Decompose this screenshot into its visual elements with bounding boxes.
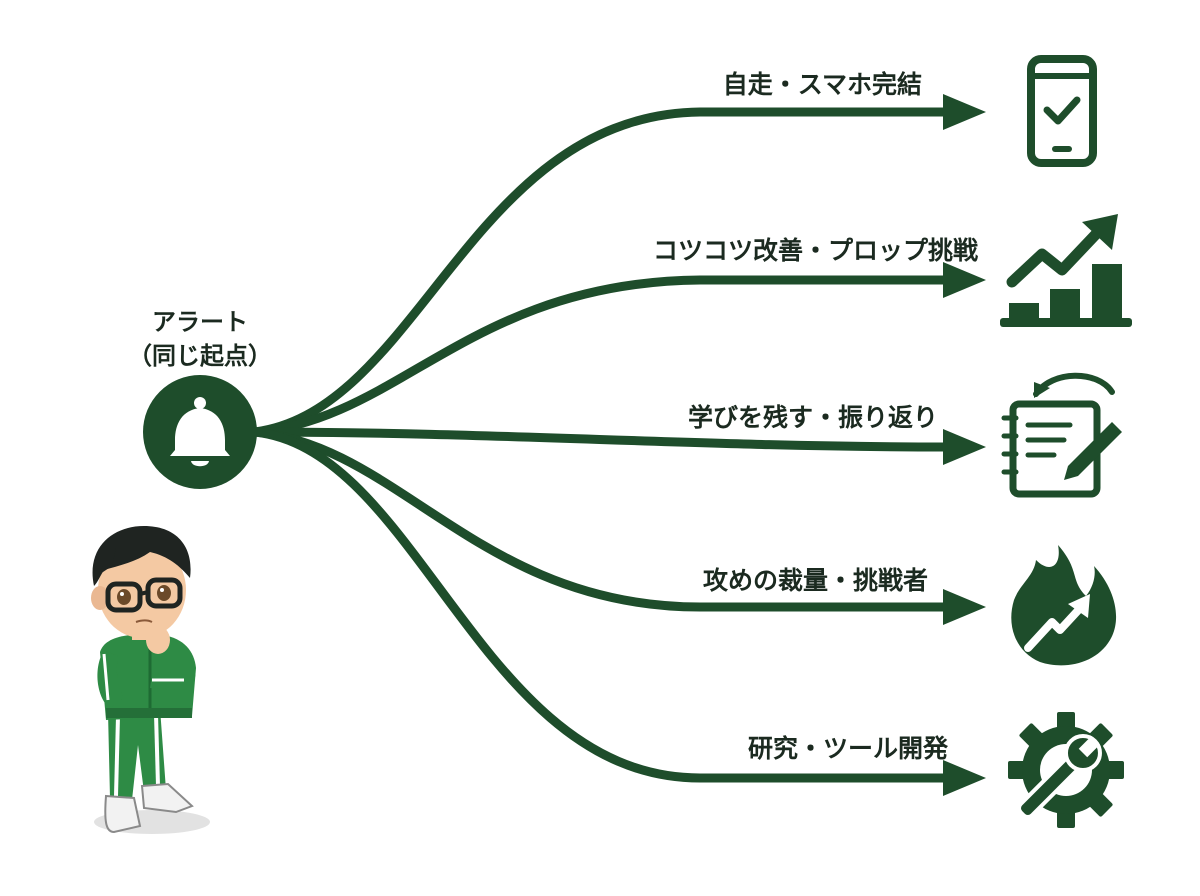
branch-label-1: 自走・スマホ完結 xyxy=(723,70,922,99)
branch-label-5: 研究・ツール開発 xyxy=(748,734,949,763)
gear-wrench-icon xyxy=(1008,712,1124,828)
branch-curve-4 xyxy=(250,427,953,612)
arrowheads xyxy=(943,94,986,796)
flame-arrow-icon xyxy=(1011,545,1117,666)
branch-curve-3 xyxy=(250,427,953,452)
thinking-character-illustration xyxy=(91,526,210,834)
notebook-pencil-icon xyxy=(1001,372,1122,498)
origin-title: アラート xyxy=(152,308,248,336)
branch-label-3: 学びを残す・振り返り xyxy=(688,403,938,432)
arrowhead-5 xyxy=(943,760,986,796)
arrowhead-4 xyxy=(943,589,986,625)
branch-curves xyxy=(250,107,953,783)
branch-curve-2 xyxy=(250,275,953,437)
growth-chart-icon xyxy=(1000,214,1132,327)
branch-label-4: 攻めの裁量・挑戦者 xyxy=(703,566,928,595)
bell-icon xyxy=(170,397,230,467)
origin-node: アラート （同じ起点） xyxy=(128,308,272,489)
branch-curve-5 xyxy=(250,427,953,783)
branch-labels: 自走・スマホ完結 コツコツ改善・プロップ挑戦 学びを残す・振り返り 攻めの裁量・… xyxy=(653,70,978,763)
arrowhead-2 xyxy=(943,262,986,298)
branch-label-2: コツコツ改善・プロップ挑戦 xyxy=(653,236,978,265)
smartphone-check-icon xyxy=(1027,55,1097,167)
branch-curve-1 xyxy=(250,107,953,437)
arrowhead-3 xyxy=(943,429,986,465)
origin-subtitle: （同じ起点） xyxy=(128,342,272,370)
arrowhead-1 xyxy=(943,94,986,130)
